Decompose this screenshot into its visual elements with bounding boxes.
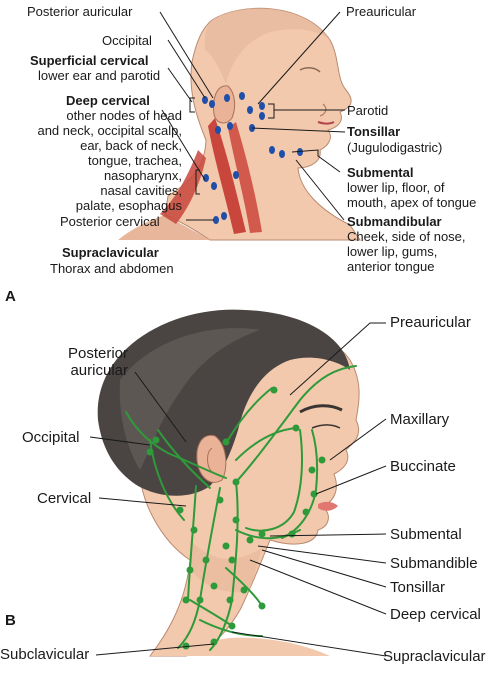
label-a-deep-cervical-desc-1: other nodes of head: [66, 108, 182, 123]
label-a-occipital: Occipital: [102, 33, 152, 48]
label-a-tonsillar-desc: (Jugulodigastric): [347, 140, 443, 155]
label-a-parotid: Parotid: [347, 103, 389, 118]
label-b-supraclavicular: Supraclavicular: [383, 648, 486, 665]
label-a-submandibular-desc-2: lower lip, gums,: [347, 244, 438, 259]
label-b-submental: Submental: [390, 526, 462, 543]
label-a-supraclavicular-desc: Thorax and abdomen: [50, 261, 174, 276]
label-a-deep-cervical-desc-2: and neck, occipital scalp,: [37, 123, 182, 138]
label-b-maxillary: Maxillary: [390, 411, 450, 428]
label-a-submandibular-desc-3: anterior tongue: [347, 259, 435, 274]
panel-b-lymph-nodes: [146, 386, 326, 650]
panel-a-letter: A: [5, 288, 16, 305]
label-a-submental-desc-2: mouth, apex of tongue: [347, 195, 477, 210]
label-b-posterior-auricular-1: Posterior: [67, 345, 128, 362]
label-b-submandible: Submandible: [390, 555, 478, 572]
label-b-occipital: Occipital: [22, 429, 80, 446]
label-a-posterior-auricular: Posterior auricular: [27, 4, 133, 19]
label-a-tonsillar-title: Tonsillar: [347, 124, 401, 139]
label-a-submandibular-title: Submandibular: [347, 214, 442, 229]
label-b-preauricular: Preauricular: [390, 314, 471, 331]
label-b-deep-cervical: Deep cervical: [390, 606, 481, 623]
label-a-deep-cervical-desc-7: palate, esophagus: [75, 198, 182, 213]
label-b-buccinate: Buccinate: [390, 458, 456, 475]
label-a-preauricular: Preauricular: [346, 4, 417, 19]
label-a-submental-desc-1: lower lip, floor, of: [347, 180, 445, 195]
label-a-submental-title: Submental: [347, 165, 414, 180]
panel-b-leader-lines: [89, 322, 387, 657]
panel-b-head: [97, 309, 360, 657]
label-a-supraclavicular-title: Supraclavicular: [62, 245, 159, 260]
panel-b-letter: B: [5, 612, 16, 629]
label-a-superficial-cervical-title: Superficial cervical: [30, 53, 149, 68]
label-a-deep-cervical-desc-3: ear, back of neck,: [80, 138, 182, 153]
label-a-posterior-cervical: Posterior cervical: [60, 214, 160, 229]
label-a-deep-cervical-desc-6: nasal cavities,: [100, 183, 182, 198]
label-b-posterior-auricular-2: auricular: [70, 362, 128, 379]
label-a-superficial-cervical-desc: lower ear and parotid: [38, 68, 161, 83]
panel-a-leader-lines: [159, 11, 346, 221]
label-a-deep-cervical-desc-4: tongue, trachea,: [88, 153, 182, 168]
label-b-cervical: Cervical: [37, 490, 92, 507]
label-b-tonsillar: Tonsillar: [390, 579, 446, 596]
label-b-subclavicular: Subclavicular: [0, 646, 90, 663]
label-a-deep-cervical-title: Deep cervical: [66, 93, 150, 108]
label-a-submandibular-desc-1: Cheek, side of nose,: [347, 229, 466, 244]
label-a-deep-cervical-desc-5: nasopharynx,: [103, 168, 182, 183]
panel-a-nodes: [202, 92, 303, 224]
